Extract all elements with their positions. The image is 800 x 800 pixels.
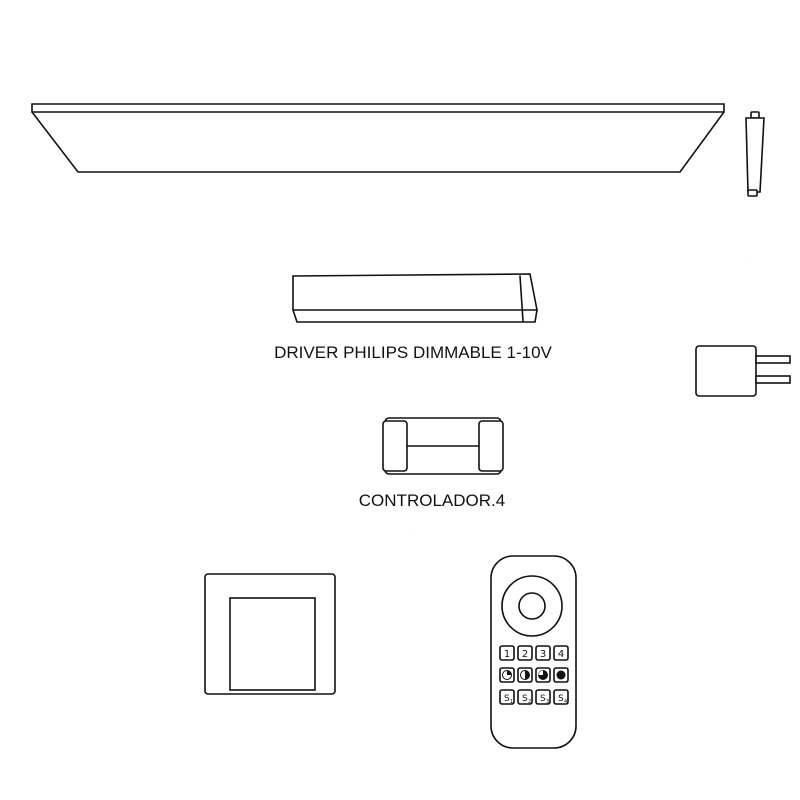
- full-brightness-icon: [556, 670, 566, 680]
- scene-key-3: [535, 689, 551, 705]
- led-panel: [31, 103, 725, 173]
- scene-key-4-label: S: [558, 694, 564, 704]
- zone-key-2-label: 2: [522, 649, 528, 660]
- zone-key-4: [553, 645, 569, 661]
- scene-key-1: [499, 689, 515, 705]
- remote-control: 1 2 3 4 S 1 S: [490, 555, 577, 749]
- controller-label: CONTROLADOR.4: [359, 491, 505, 510]
- scene-key-3-label: S: [540, 694, 546, 704]
- scene-key-3-sub: 3: [546, 699, 549, 705]
- controller-box: [382, 417, 504, 475]
- zone-key-2: [517, 645, 533, 661]
- scene-key-4: [553, 689, 569, 705]
- dimmer-center-button: [518, 592, 546, 620]
- inline-connector: [745, 111, 765, 197]
- zone-keys: 1 2 3 4: [499, 645, 569, 661]
- scene-key-2: [517, 689, 533, 705]
- scene-key-2-label: S: [522, 694, 528, 704]
- cables: [158, 28, 757, 574]
- zone-key-1-label: 1: [504, 649, 510, 660]
- scene-key-4-sub: 4: [564, 699, 567, 705]
- zone-key-3: [535, 645, 551, 661]
- brightness-keys: [499, 667, 569, 683]
- scene-key-2-sub: 2: [528, 699, 531, 705]
- zone-key-1: [499, 645, 515, 661]
- power-plug: [695, 345, 791, 397]
- scene-key-1-sub: 1: [510, 699, 513, 705]
- zone-key-3-label: 3: [540, 649, 546, 660]
- zone-key-4-label: 4: [558, 649, 564, 660]
- driver-box: [292, 273, 538, 323]
- driver-label: DRIVER PHILIPS DIMMABLE 1-10V: [274, 343, 552, 362]
- wall-switch: [204, 573, 336, 695]
- scene-keys: S 1 S 2 S 3 S 4: [499, 689, 569, 705]
- scene-key-1-label: S: [504, 694, 510, 704]
